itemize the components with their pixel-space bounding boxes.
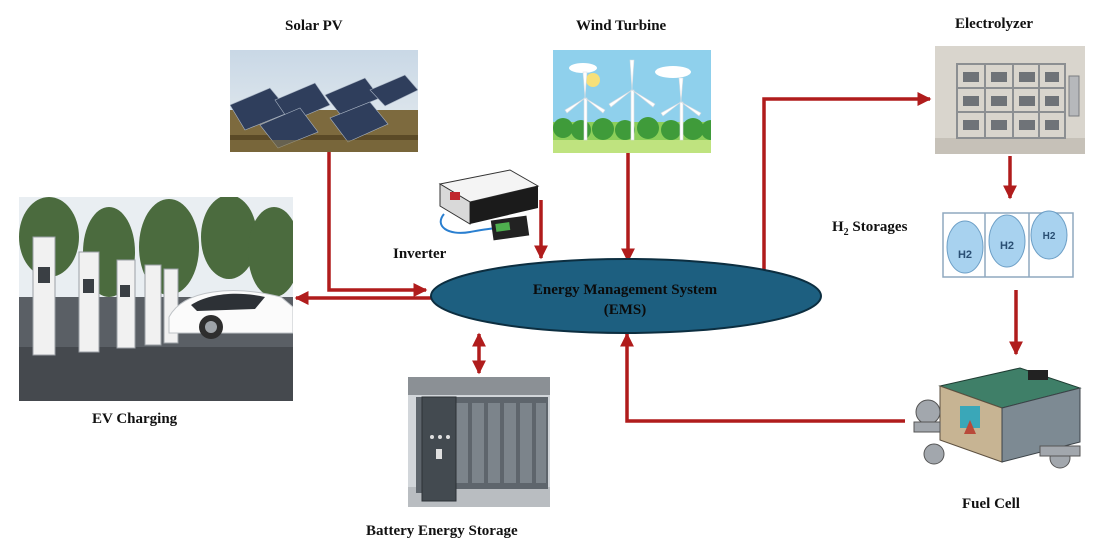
wind-turbine-image	[553, 50, 711, 153]
arrow-ems-to-electrolyzer	[762, 92, 932, 276]
electrolyzer-label: Electrolyzer	[955, 16, 1034, 32]
inverter-label: Inverter	[393, 246, 447, 262]
ems-abbrev: (EMS)	[603, 302, 647, 318]
tank-label-1: H2	[958, 249, 972, 261]
solar-pv-image	[230, 50, 418, 152]
ev-charging-label: EV Charging	[92, 411, 178, 427]
ems-ellipse	[430, 258, 822, 334]
battery-storage-label: Battery Energy Storage	[366, 523, 518, 539]
tank-label-2: H2	[1000, 240, 1014, 252]
ems-label: Energy Management System (EMS)	[430, 280, 820, 320]
h2-storages-label: H2 Storages	[832, 219, 908, 238]
tank-label-3: H2	[1043, 231, 1056, 242]
inverter-image	[430, 166, 542, 244]
electrolyzer-image	[935, 46, 1085, 154]
arrow-fuelcell-to-ems	[620, 332, 905, 423]
battery-storage-image	[408, 377, 550, 507]
ev-charging-image	[19, 197, 293, 401]
fuel-cell-image	[910, 362, 1088, 482]
fuel-cell-label: Fuel Cell	[962, 496, 1020, 512]
solar-pv-label: Solar PV	[285, 18, 343, 34]
h2-storage-image: H2 H2 H2	[935, 203, 1085, 290]
ems-title: Energy Management System	[532, 282, 718, 298]
wind-turbine-label: Wind Turbine	[576, 18, 667, 34]
arrow-solar-to-ems	[327, 152, 428, 297]
